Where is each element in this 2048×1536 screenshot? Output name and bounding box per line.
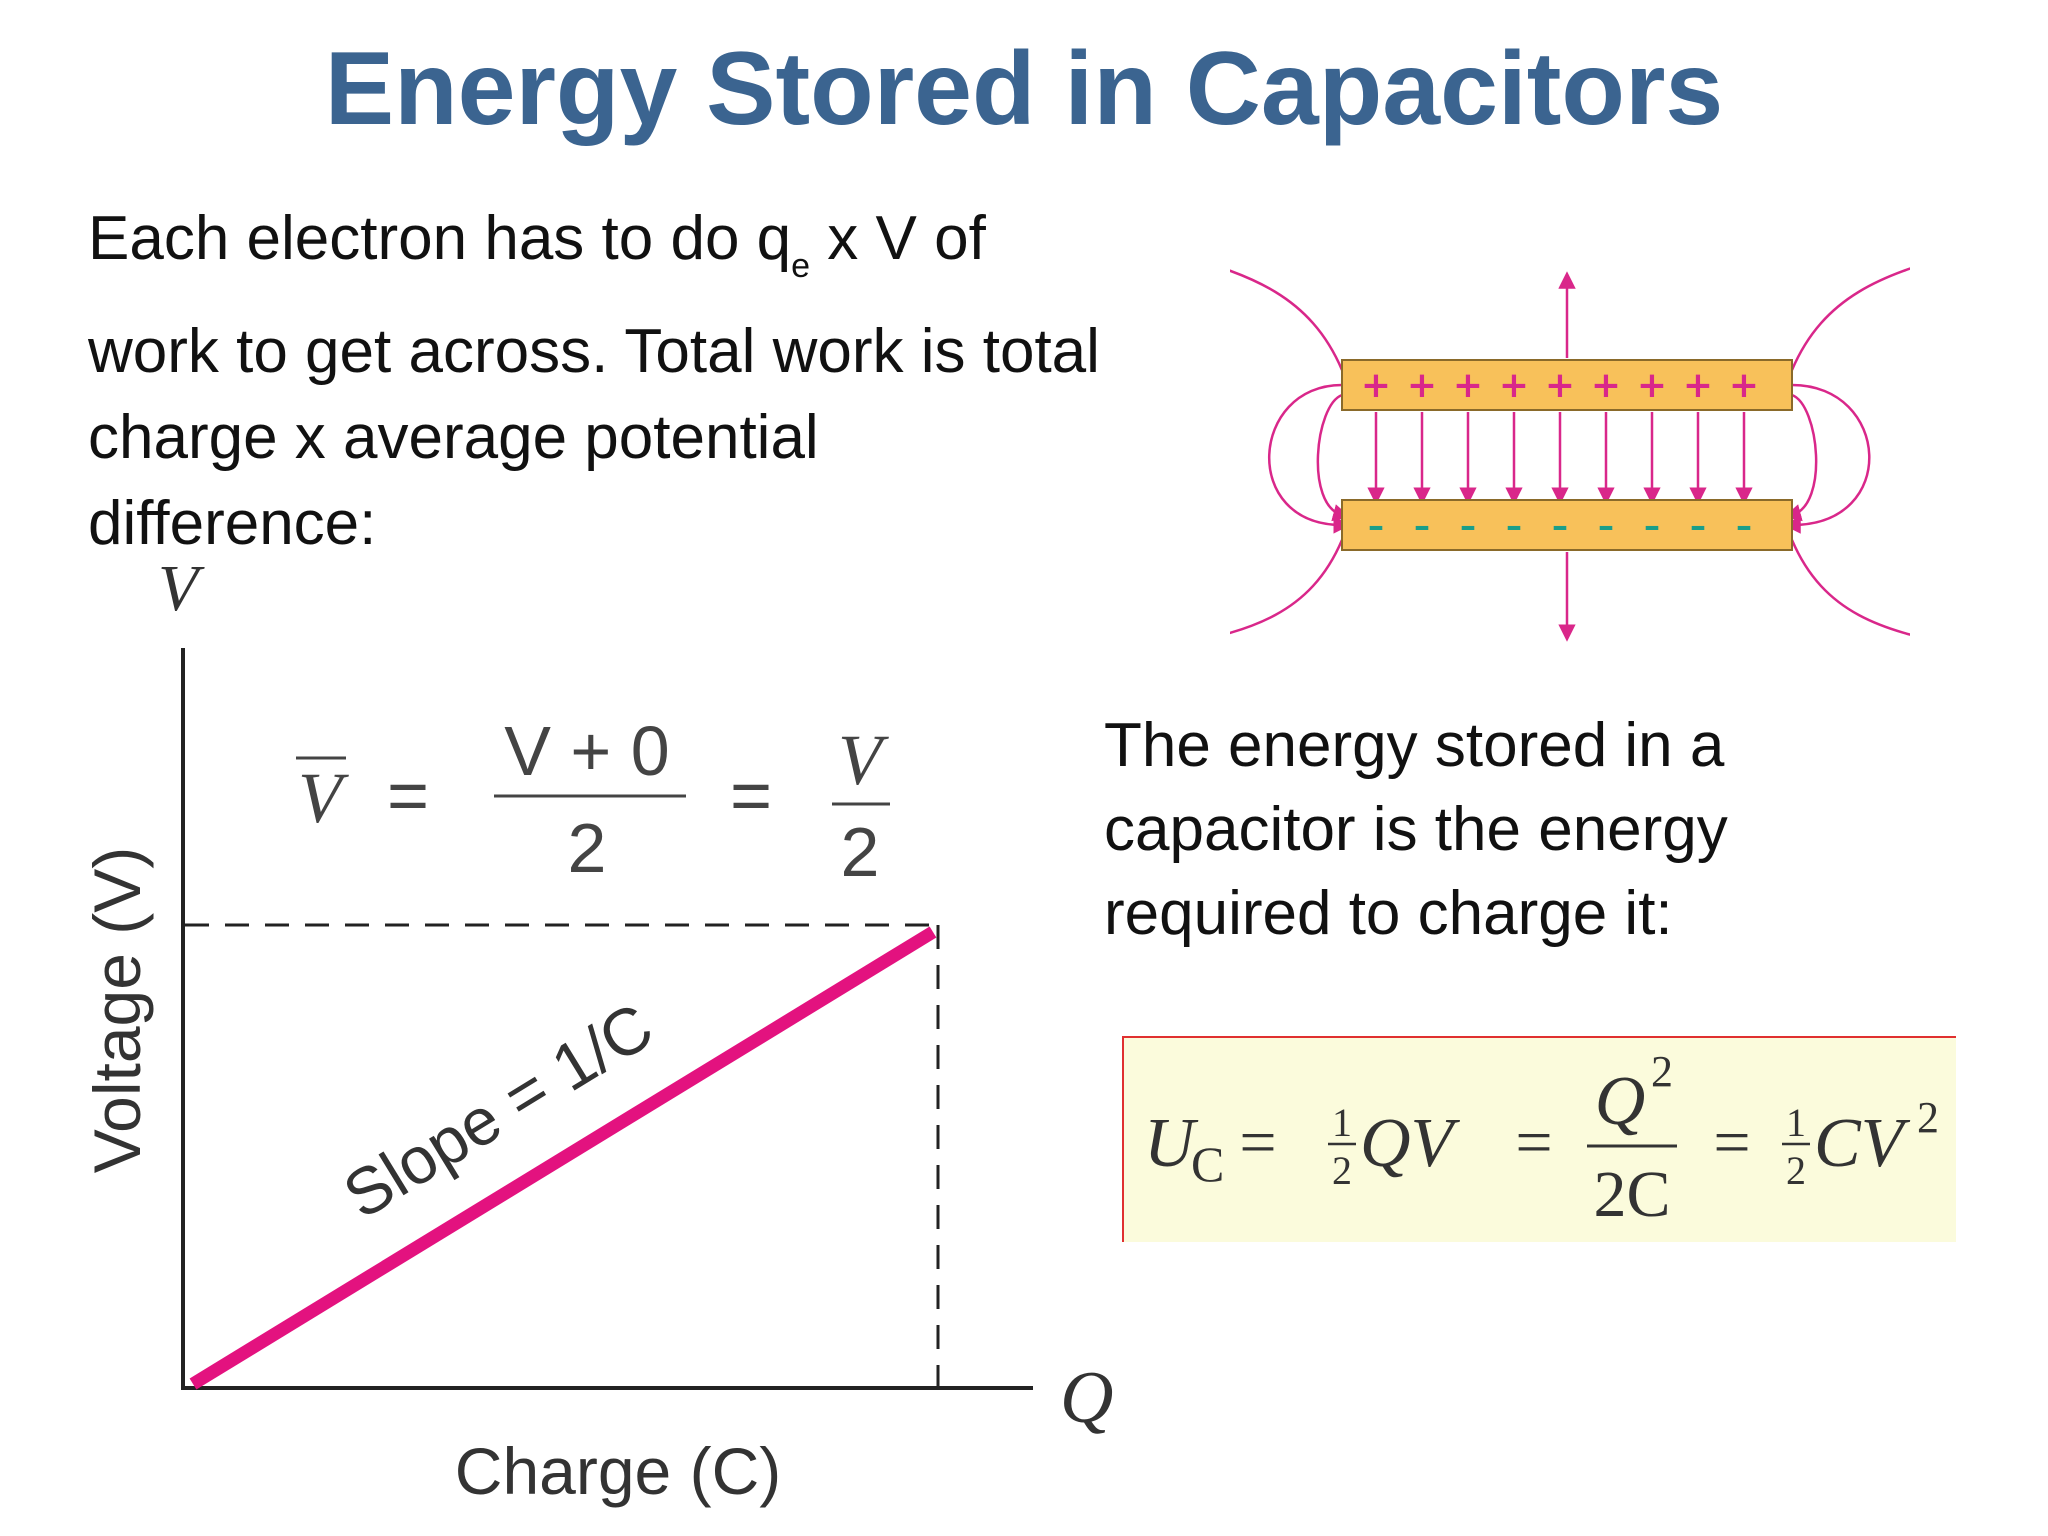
capacitance-voltage: CV — [1814, 1105, 1911, 1182]
field-line-exterior — [1783, 393, 1818, 522]
positive-charge: + — [1453, 365, 1483, 406]
negative-charge: – — [1414, 507, 1430, 545]
energy-subscript: C — [1191, 1136, 1224, 1192]
v-squared-exponent: 2 — [1917, 1093, 1939, 1142]
negative-charge: – — [1506, 507, 1522, 545]
field-line-exterior — [1790, 539, 1910, 636]
eq-equals-1: = — [1239, 1106, 1276, 1179]
negative-charge: – — [1368, 507, 1384, 545]
q-squared-base: Q — [1595, 1063, 1646, 1140]
energy-symbol: U — [1144, 1105, 1199, 1182]
equals-sign-2: = — [730, 756, 772, 836]
positive-charge: + — [1545, 365, 1575, 406]
positive-charge: + — [1683, 365, 1713, 406]
y-axis-symbol: V — [158, 552, 205, 625]
field-line-exterior — [1268, 383, 1351, 534]
intro-text-end: x V of work to get across. Total work is… — [88, 204, 1100, 558]
positive-charges: + + + + + + + + + — [1361, 365, 1759, 406]
energy-equation-box: U C = 1 2 QV = Q 2 2C = 1 2 CV 2 — [1122, 1036, 1956, 1242]
voltage-charge-graph: V Q Voltage (V) Charge (C) Slope = 1/C V… — [80, 552, 1113, 1508]
field-line-exterior — [1783, 383, 1871, 534]
field-line-exterior — [1316, 393, 1351, 522]
negative-charge: – — [1552, 507, 1568, 545]
eq-equals-2: = — [1515, 1106, 1552, 1179]
fraction-numerator-1: V + 0 — [504, 712, 669, 790]
fraction-numerator-2: V — [838, 720, 889, 800]
half-denominator-1: 2 — [1332, 1148, 1352, 1193]
field-line-exterior — [1230, 539, 1344, 635]
field-line-exterior — [1790, 267, 1910, 371]
energy-statement: The energy stored in a capacitor is the … — [1104, 711, 1728, 948]
positive-charge: + — [1499, 365, 1529, 406]
energy-equation: U C = 1 2 QV = Q 2 2C = 1 2 CV 2 — [1144, 1047, 1939, 1231]
field-line-exterior — [1230, 269, 1344, 371]
positive-charge: + — [1591, 365, 1621, 406]
average-voltage-formula: V = V + 0 2 = V 2 — [296, 712, 890, 891]
intro-text: Each electron has to do qe x V of work t… — [88, 196, 1108, 567]
equals-sign-1: = — [387, 756, 429, 836]
x-axis-label: Charge (C) — [455, 1434, 781, 1508]
negative-plate — [1341, 499, 1793, 551]
electron-charge-subscript: e — [791, 247, 811, 285]
positive-plate — [1341, 359, 1793, 411]
negative-charge: – — [1690, 507, 1706, 545]
negative-charge: – — [1598, 507, 1614, 545]
half-numerator-2: 1 — [1786, 1100, 1806, 1145]
two-c-denominator: 2C — [1593, 1158, 1670, 1231]
negative-charges: ––––––––– — [1368, 507, 1752, 545]
slide-title: Energy Stored in Capacitors — [324, 31, 1724, 147]
half-numerator-1: 1 — [1332, 1100, 1352, 1145]
fraction-denominator-1: 2 — [568, 809, 607, 887]
fraction-denominator-2: 2 — [841, 813, 880, 891]
intro-text-start: Each electron has to do q — [88, 204, 792, 273]
positive-charge: + — [1729, 365, 1759, 406]
positive-charge: + — [1361, 365, 1391, 406]
voltage-charge-line — [189, 926, 937, 1390]
positive-charge: + — [1407, 365, 1437, 406]
charge-voltage-product: QV — [1360, 1105, 1461, 1182]
positive-charge: + — [1637, 365, 1667, 406]
half-denominator-2: 2 — [1786, 1148, 1806, 1193]
eq-equals-3: = — [1713, 1106, 1750, 1179]
negative-charge: – — [1644, 507, 1660, 545]
negative-charge: – — [1460, 507, 1476, 545]
x-axis-symbol: Q — [1060, 1357, 1113, 1439]
negative-charge: – — [1736, 507, 1752, 545]
field-lines — [1230, 267, 1910, 642]
y-axis-label: Voltage (V) — [80, 847, 154, 1174]
q-squared-exponent: 2 — [1651, 1047, 1673, 1096]
capacitor-field-diagram: +++++++++ ––––––––– — [1230, 267, 1910, 642]
average-voltage-symbol: V — [298, 758, 349, 838]
